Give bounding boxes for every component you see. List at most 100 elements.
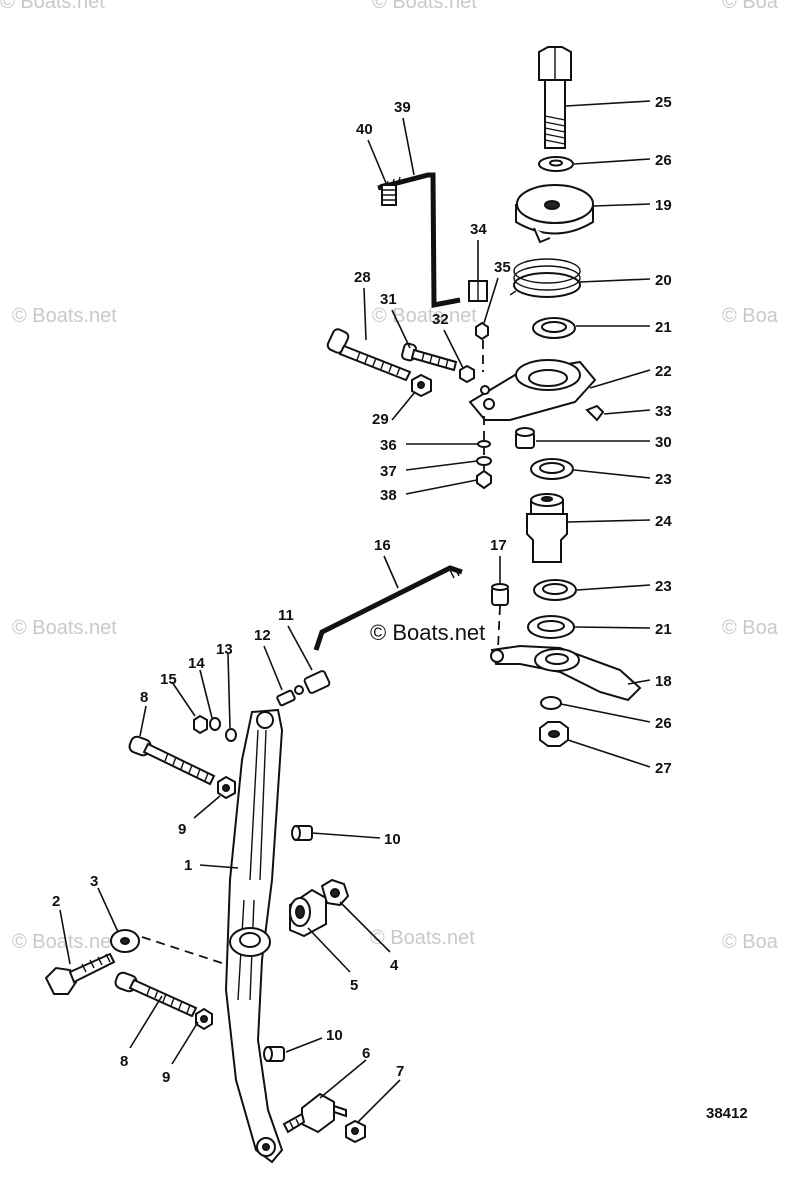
leader-25	[565, 100, 651, 107]
part-14-washer	[209, 717, 221, 731]
part-40-setscrew	[381, 184, 397, 206]
watermark-left-2: © Boats.net	[12, 617, 117, 639]
part-16-link-rod	[313, 565, 463, 651]
part-9-nut-lower	[195, 1007, 213, 1031]
leader-15	[171, 681, 196, 717]
leader-2	[59, 909, 71, 965]
part-9-nut-upper	[217, 775, 236, 800]
leader-27	[567, 739, 651, 768]
callout-25: 25	[655, 94, 672, 111]
figure-id: 38412	[706, 1105, 748, 1122]
part-6-connector	[282, 1092, 347, 1134]
part-10-pin-upper	[291, 825, 313, 841]
part-38-nut	[476, 469, 492, 490]
callout-10-lower: 10	[326, 1027, 343, 1044]
watermark-top-center: © Boats.net	[372, 0, 477, 13]
leader-1	[199, 864, 239, 869]
leader-16	[383, 555, 399, 589]
watermark-right-3: © Boa	[722, 931, 779, 953]
callout-27: 27	[655, 760, 672, 777]
callout-19: 19	[655, 197, 672, 214]
watermark-right-2: © Boa	[722, 617, 779, 639]
leader-14	[199, 669, 213, 719]
callout-9-lower: 9	[162, 1069, 170, 1086]
leader-28	[363, 287, 367, 341]
part-7-nut	[345, 1119, 366, 1144]
callout-37: 37	[380, 463, 397, 480]
callout-2: 2	[52, 893, 60, 910]
part-23-wave-lower	[533, 579, 577, 601]
leader-22	[589, 369, 651, 389]
part-28-bolt	[326, 328, 412, 382]
callout-22: 22	[655, 363, 672, 380]
leader-33	[603, 409, 651, 415]
leader-37	[405, 460, 478, 471]
leader-6	[319, 1059, 367, 1099]
callout-5: 5	[350, 977, 358, 994]
part-2-bolt	[44, 952, 116, 995]
leader-26-lower	[560, 703, 651, 723]
callout-8-upper: 8	[140, 689, 148, 706]
callout-20: 20	[655, 272, 672, 289]
callout-9-upper: 9	[178, 821, 186, 838]
leader-39	[402, 117, 415, 176]
part-24-bushing	[526, 493, 568, 563]
callout-24: 24	[655, 513, 672, 530]
leader-19	[593, 203, 651, 207]
alignment-line-17	[497, 605, 501, 649]
part-15-nut	[193, 714, 208, 735]
leader-20	[579, 278, 651, 283]
part-37-washer	[476, 456, 492, 466]
part-32-nut	[459, 364, 475, 384]
callout-7: 7	[396, 1063, 404, 1080]
callout-38: 38	[380, 487, 397, 504]
callout-4: 4	[390, 957, 399, 974]
part-13-washer	[225, 728, 237, 742]
leader-5	[307, 927, 351, 973]
callout-6: 6	[362, 1045, 370, 1062]
watermark-top-left: © Boats.net	[0, 0, 105, 13]
part-5-bushing	[289, 888, 327, 938]
callout-23-lower: 23	[655, 578, 672, 595]
callout-40: 40	[356, 121, 373, 138]
leader-8-upper	[139, 705, 147, 737]
part-8-bolt-lower	[114, 971, 198, 1018]
part-4-nut	[320, 878, 350, 907]
callout-17: 17	[490, 537, 507, 554]
callout-35: 35	[494, 259, 511, 276]
callout-34: 34	[470, 221, 487, 238]
part-10-pin-lower	[263, 1046, 285, 1062]
callout-39: 39	[394, 99, 411, 116]
part-34-clip	[468, 280, 488, 302]
leader-4	[339, 901, 391, 953]
watermark-left-3: © Boats.net	[12, 931, 117, 953]
leader-26-top	[573, 158, 651, 165]
callout-15: 15	[160, 671, 177, 688]
part-29-nut	[411, 373, 432, 398]
leader-29	[391, 391, 416, 421]
part-3-washer	[110, 929, 140, 953]
part-21-ring-top	[532, 317, 576, 339]
part-35-nut	[475, 321, 489, 341]
part-33-tip	[585, 404, 605, 422]
callout-numbers: 25 26 19 20 21 22 33 30 23 24 23 21 18 2…	[52, 94, 672, 1086]
callout-11: 11	[278, 607, 294, 624]
leader-21-lower	[574, 626, 651, 629]
leader-18	[627, 679, 651, 685]
part-25-bolt	[538, 46, 572, 149]
part-30-sleeve	[515, 427, 535, 449]
part-31-screw	[401, 342, 458, 372]
leader-10-lower	[285, 1037, 323, 1053]
callout-36: 36	[380, 437, 397, 454]
watermark-right-1: © Boa	[722, 305, 779, 327]
leader-lines	[59, 100, 651, 1123]
callout-26-lower: 26	[655, 715, 672, 732]
watermarks: © Boats.net © Boats.net © Boa © Boats.ne…	[0, 0, 779, 953]
callout-3: 3	[90, 873, 98, 890]
leader-40	[367, 139, 387, 184]
callout-10-upper: 10	[384, 831, 401, 848]
callout-1: 1	[184, 857, 192, 874]
watermark-center-2: © Boats.net	[370, 620, 485, 645]
part-17-pin	[491, 583, 509, 606]
